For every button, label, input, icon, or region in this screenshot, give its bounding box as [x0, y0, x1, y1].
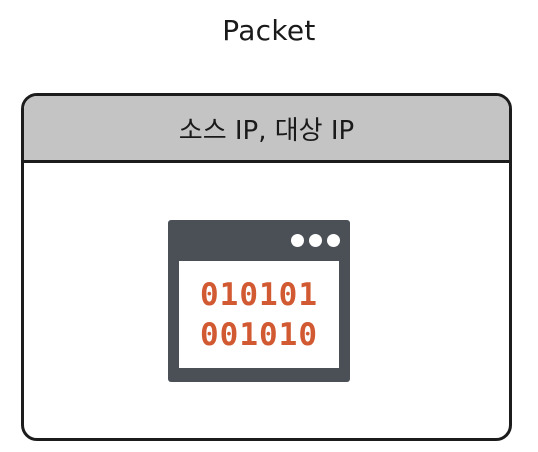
packet-box: 소스 IP, 대상 IP 010101 001010 — [21, 93, 512, 441]
diagram-title: Packet — [222, 14, 316, 47]
packet-header: 소스 IP, 대상 IP — [24, 96, 509, 163]
window-dot-icon — [327, 234, 340, 247]
window-dot-icon — [309, 234, 322, 247]
payload-content: 010101 001010 — [179, 261, 339, 368]
browser-window-icon: 010101 001010 — [168, 220, 350, 382]
window-dots — [291, 234, 340, 247]
payload-line-2: 001010 — [200, 316, 318, 353]
window-dot-icon — [291, 234, 304, 247]
payload-line-1: 010101 — [200, 276, 318, 313]
